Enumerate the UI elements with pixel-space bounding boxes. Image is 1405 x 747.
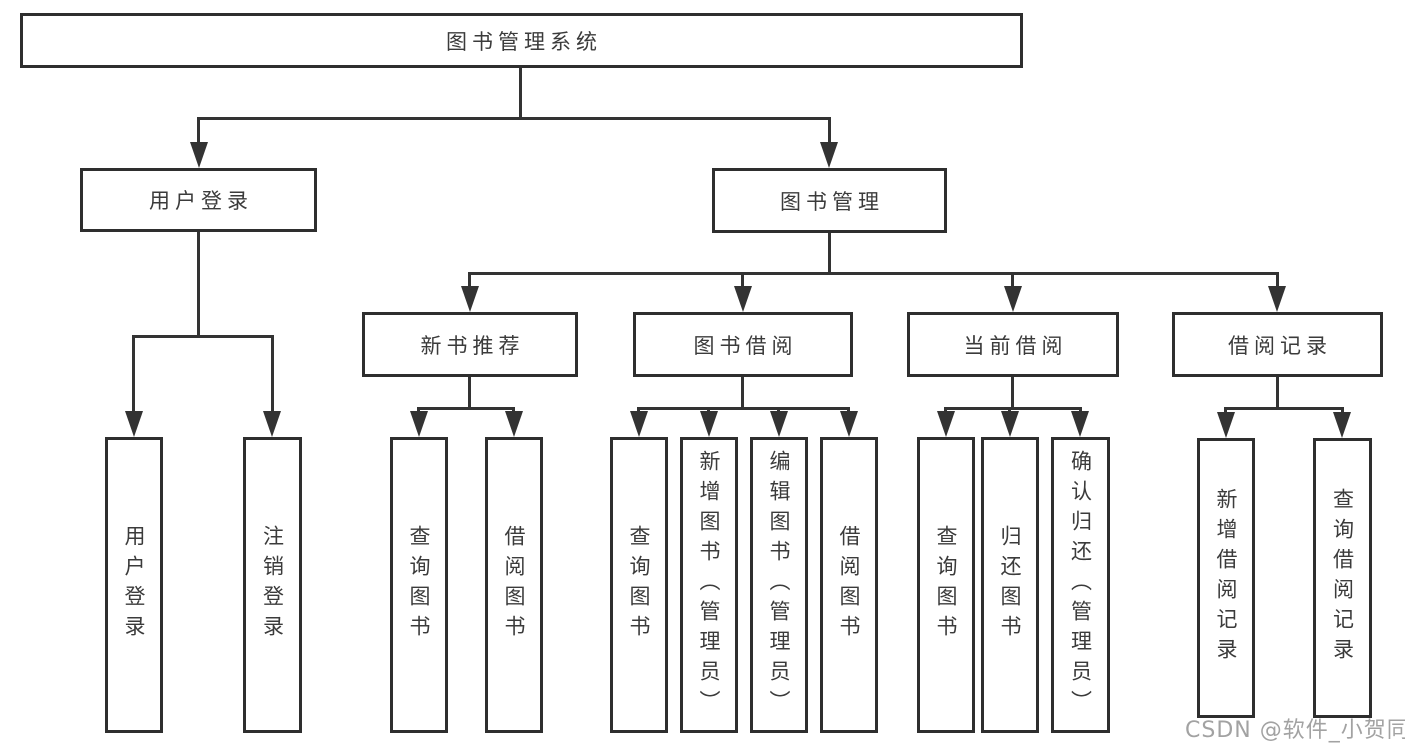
connector-line: [132, 335, 273, 338]
node-label: 新增借阅记录: [1214, 488, 1238, 668]
connector-line: [1011, 272, 1014, 286]
node-label: 图书管理系统: [446, 29, 602, 54]
arrow-down-icon: [125, 411, 143, 437]
node-current-borrowing: 当前借阅: [907, 312, 1119, 377]
node-label: 当前借阅: [963, 333, 1068, 358]
node-label: 编辑图书（管理员）: [767, 450, 791, 720]
node-label: 注销登录: [260, 525, 285, 645]
node-label: 借阅图书: [837, 525, 861, 645]
connector-line: [1224, 407, 1227, 414]
arrow-down-icon: [700, 411, 718, 437]
connector-line: [468, 272, 471, 286]
arrow-down-icon: [840, 411, 858, 437]
connector-line: [417, 407, 515, 410]
node-borrowing-records: 借阅记录: [1172, 312, 1383, 377]
connector-line: [512, 407, 515, 413]
node-leaf-add-borrow-record: 新增借阅记录: [1197, 438, 1255, 718]
node-label: 新增图书（管理员）: [697, 450, 721, 720]
connector-line: [828, 117, 831, 142]
connector-line: [417, 407, 420, 413]
csdn-watermark: CSDN @软件_小贺同学: [1185, 718, 1405, 743]
connector-line: [944, 407, 1082, 410]
node-leaf-add-books-admin: 新增图书（管理员）: [680, 437, 738, 733]
arrow-down-icon: [770, 411, 788, 437]
connector-line: [197, 117, 200, 142]
node-label: 查询借阅记录: [1330, 488, 1355, 668]
connector-line: [1341, 407, 1344, 414]
connector-line: [741, 272, 744, 286]
node-leaf-query-borrow-record: 查询借阅记录: [1313, 438, 1372, 718]
node-label: 查询图书: [934, 525, 958, 645]
connector-line: [847, 407, 850, 413]
node-label: 借阅图书: [502, 525, 526, 645]
connector-line: [1079, 407, 1082, 413]
connector-line: [777, 407, 780, 413]
node-book-borrowing: 图书借阅: [633, 312, 853, 377]
connector-line: [1011, 377, 1014, 407]
connector-line: [519, 68, 522, 117]
arrow-down-icon: [937, 411, 955, 437]
node-leaf-query-books-1: 查询图书: [390, 437, 448, 733]
arrow-down-icon: [734, 286, 752, 312]
connector-line: [637, 407, 850, 410]
node-leaf-edit-books-admin: 编辑图书（管理员）: [750, 437, 808, 733]
node-label: 用户登录: [122, 525, 146, 645]
connector-line: [1276, 272, 1279, 286]
connector-line: [637, 407, 640, 413]
node-leaf-confirm-return-admin: 确认归还（管理员）: [1051, 437, 1110, 733]
connector-line: [197, 117, 831, 120]
node-label: 借阅记录: [1228, 333, 1332, 358]
node-leaf-query-books-3: 查询图书: [917, 437, 975, 733]
node-new-book-recommendation: 新书推荐: [362, 312, 578, 377]
node-label: 图书管理: [780, 189, 884, 214]
connector-line: [468, 272, 1279, 275]
arrow-down-icon: [1001, 411, 1019, 437]
arrow-down-icon: [1004, 286, 1022, 312]
node-leaf-logout: 注销登录: [243, 437, 302, 733]
arrow-down-icon: [820, 142, 838, 168]
arrow-down-icon: [190, 142, 208, 168]
node-book-management: 图书管理: [712, 168, 947, 233]
arrow-down-icon: [410, 411, 428, 437]
node-leaf-borrow-books-2: 借阅图书: [820, 437, 878, 733]
node-leaf-return-books: 归还图书: [981, 437, 1039, 733]
arrow-down-icon: [1333, 412, 1351, 438]
arrow-down-icon: [1268, 286, 1286, 312]
connector-line: [1276, 377, 1279, 407]
arrow-down-icon: [1071, 411, 1089, 437]
arrow-down-icon: [461, 286, 479, 312]
node-user-login: 用户登录: [80, 168, 317, 232]
connector-line: [741, 377, 744, 407]
connector-line: [707, 407, 710, 413]
connector-line: [197, 232, 200, 335]
node-label: 归还图书: [998, 525, 1022, 645]
connector-line: [271, 335, 274, 413]
node-label: 用户登录: [149, 189, 253, 213]
connector-line: [1224, 407, 1344, 410]
arrow-down-icon: [630, 411, 648, 437]
node-leaf-borrow-books-1: 借阅图书: [485, 437, 543, 733]
node-label: 新书推荐: [420, 333, 525, 358]
arrow-down-icon: [263, 411, 281, 437]
node-label: 查询图书: [627, 525, 651, 645]
connector-line: [132, 335, 135, 413]
connector-line: [828, 233, 831, 272]
node-leaf-query-books-2: 查询图书: [610, 437, 668, 733]
node-library-management-system: 图书管理系统: [20, 13, 1023, 68]
arrow-down-icon: [1217, 412, 1235, 438]
connector-line: [944, 407, 947, 413]
node-label: 查询图书: [407, 525, 431, 645]
node-label: 图书借阅: [693, 333, 798, 358]
node-leaf-user-login: 用户登录: [105, 437, 163, 733]
connector-line: [468, 377, 471, 407]
arrow-down-icon: [505, 411, 523, 437]
connector-line: [1008, 407, 1011, 413]
node-label: 确认归还（管理员）: [1068, 450, 1093, 720]
